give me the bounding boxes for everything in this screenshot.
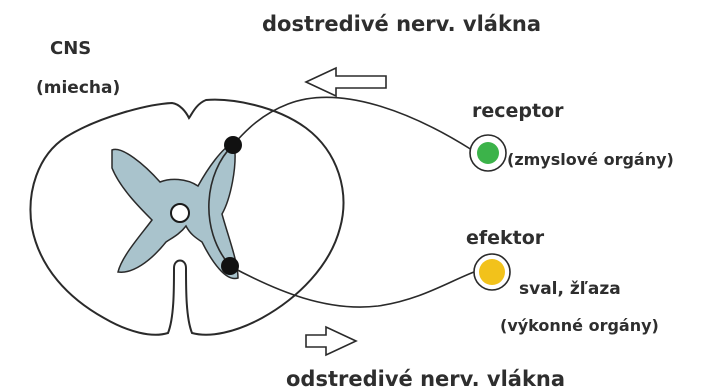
efferent-direction-arrow (306, 327, 356, 355)
spinal-cord-label: (miecha) (36, 80, 120, 97)
sense-organs-label: (zmyslové orgány) (507, 152, 674, 168)
receptor-fill (477, 142, 499, 164)
muscle-gland-label: sval, žľaza (519, 281, 621, 298)
motor-neuron-body (221, 257, 239, 275)
central-canal (171, 204, 189, 222)
sensory-neuron-body (224, 136, 242, 154)
receptor-label: receptor (472, 102, 564, 121)
effector-fill (479, 259, 505, 285)
cns-label: CNS (50, 40, 91, 58)
afferent-fibers-title: dostredivé nerv. vlákna (262, 14, 541, 35)
afferent-direction-arrow (306, 68, 386, 96)
effector-label: efektor (466, 229, 544, 248)
efferent-fibers-title: odstredivé nerv. vlákna (286, 369, 565, 390)
executive-organs-label: (výkonné orgány) (500, 318, 659, 334)
